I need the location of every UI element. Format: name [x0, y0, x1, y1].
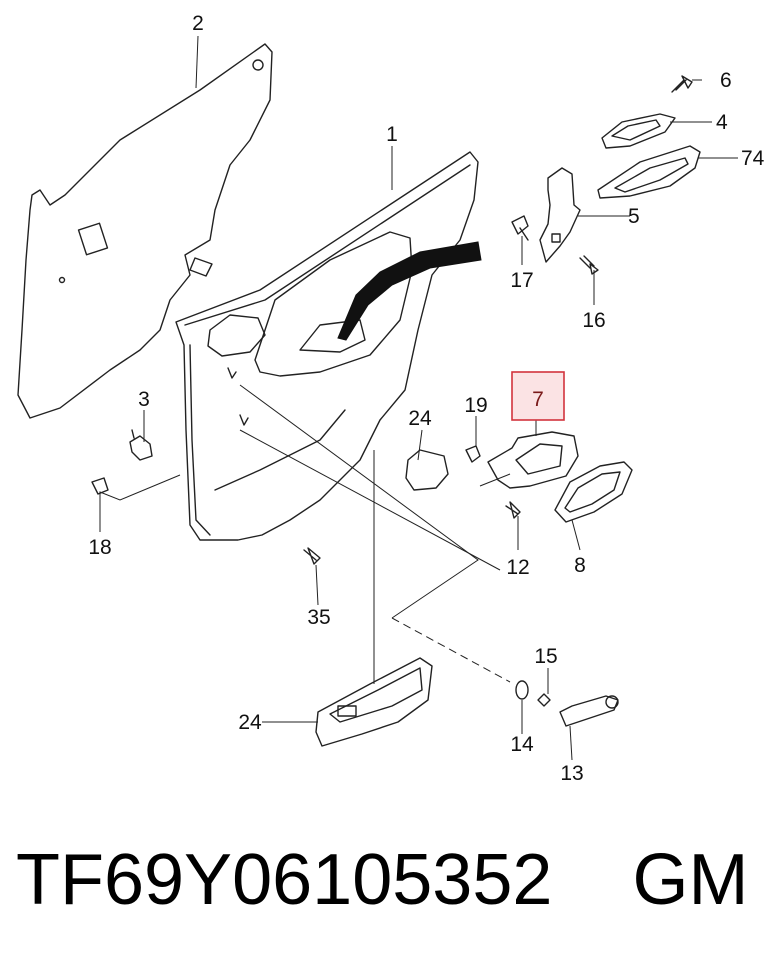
part-5-slot	[551, 233, 561, 243]
callout-5: 5	[628, 205, 640, 228]
part-74-escutcheon-inner	[614, 157, 689, 193]
part-24-upper-switch	[405, 449, 449, 491]
callout-74: 74	[741, 147, 765, 170]
part-1-inner-edge	[189, 344, 211, 536]
part-1-trim-panel	[175, 151, 479, 541]
part-19-clip	[465, 445, 481, 463]
part-2-hole	[252, 59, 264, 71]
part-13-crank	[559, 695, 619, 727]
callout-3: 3	[138, 388, 150, 411]
part-2-flap	[189, 257, 213, 277]
part-4-bezel-inner	[611, 119, 661, 141]
part-1-armrest-inner	[299, 319, 366, 353]
part-1-armrest	[254, 231, 413, 377]
part-15-bushing	[537, 693, 551, 707]
callout-13: 13	[560, 762, 583, 785]
callout-35: 35	[307, 606, 330, 629]
highlight-box-part-7	[511, 371, 565, 421]
part-12-screw	[505, 501, 521, 519]
part-4-bezel	[601, 113, 676, 149]
part-number-caption: TF69Y06105352 GM	[16, 830, 776, 930]
part-5-bracket	[539, 167, 581, 263]
part-8-bezel-inner	[564, 471, 621, 513]
part-1-clip-hole	[227, 367, 237, 379]
callout-24-upper: 24	[408, 407, 432, 430]
part-35-screw	[303, 547, 321, 565]
part-14-washer	[515, 680, 529, 700]
callout-14: 14	[510, 733, 534, 756]
part-24-lower-switch-top	[329, 667, 423, 723]
callout-1: 1	[386, 123, 398, 146]
part-2-shield	[17, 43, 273, 419]
callout-18: 18	[88, 536, 111, 559]
callout-16: 16	[582, 309, 605, 332]
part-1-top-edge	[184, 164, 471, 326]
callout-19: 19	[464, 394, 487, 417]
part-3-clip	[129, 429, 153, 461]
part-17-clip	[511, 215, 529, 241]
callout-2: 2	[192, 12, 204, 35]
part-16-screw	[579, 255, 599, 275]
part-1-lower-ridge	[214, 409, 346, 491]
part-7-handle-lever	[515, 443, 563, 475]
part-24-switch-button	[337, 705, 357, 717]
part-24-lower-switch	[315, 657, 433, 747]
part-2-hole-small	[58, 276, 66, 284]
part-1-handle-recess	[207, 314, 266, 357]
part-number: TF69Y06105352	[16, 840, 553, 920]
callout-15: 15	[534, 645, 557, 668]
callout-24-lower: 24	[238, 711, 262, 734]
part-8-bezel	[554, 461, 633, 523]
part-13-crank-knob	[605, 695, 619, 709]
callout-6: 6	[720, 69, 732, 92]
callout-4: 4	[716, 111, 728, 134]
part-7-inner-handle	[487, 431, 579, 489]
part-2-window	[77, 222, 109, 256]
part-18-clip	[91, 477, 109, 495]
callout-7: 7	[532, 388, 544, 411]
part-1-pull-strap	[337, 241, 482, 341]
callout-12: 12	[506, 556, 529, 579]
leader-lines	[99, 35, 738, 761]
part-74-escutcheon	[597, 145, 701, 199]
callout-17: 17	[510, 269, 533, 292]
part-1-clip-hole-2	[239, 414, 249, 426]
callout-8: 8	[574, 554, 586, 577]
part-6-screw	[671, 75, 693, 93]
brand-name: GM	[632, 840, 749, 920]
